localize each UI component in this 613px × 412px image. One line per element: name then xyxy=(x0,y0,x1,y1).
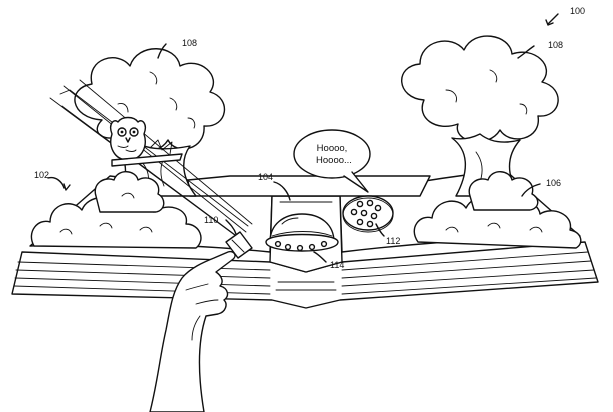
speaker-disc xyxy=(342,195,394,233)
label-lights: 114 xyxy=(330,260,344,270)
label-speaker: 112 xyxy=(386,236,400,246)
label-book-right: 106 xyxy=(546,178,561,188)
tree-right xyxy=(401,35,559,197)
reference-labels: 100 108 108 102 106 104 110 112 114 xyxy=(34,6,585,270)
popup-panel xyxy=(187,175,431,197)
label-book-left: 102 xyxy=(34,170,49,180)
hand-with-marker xyxy=(149,231,253,412)
speech-bubble: Hoooo, Hoooo... xyxy=(293,129,371,193)
label-tree-left: 108 xyxy=(182,38,197,48)
bushes-right xyxy=(413,171,582,249)
projector-device xyxy=(265,213,339,252)
label-marker: 110 xyxy=(204,215,218,225)
label-figure-number: 100 xyxy=(570,6,585,16)
label-device: 104 xyxy=(258,172,273,182)
speech-line-2: Hoooo... xyxy=(316,155,352,166)
tree-left xyxy=(74,48,226,197)
leader-lines xyxy=(47,13,559,263)
bushes-left xyxy=(30,171,202,249)
owl-figure xyxy=(109,116,183,167)
label-tree-right: 108 xyxy=(548,40,563,50)
speech-line-1: Hoooo, xyxy=(317,143,348,154)
